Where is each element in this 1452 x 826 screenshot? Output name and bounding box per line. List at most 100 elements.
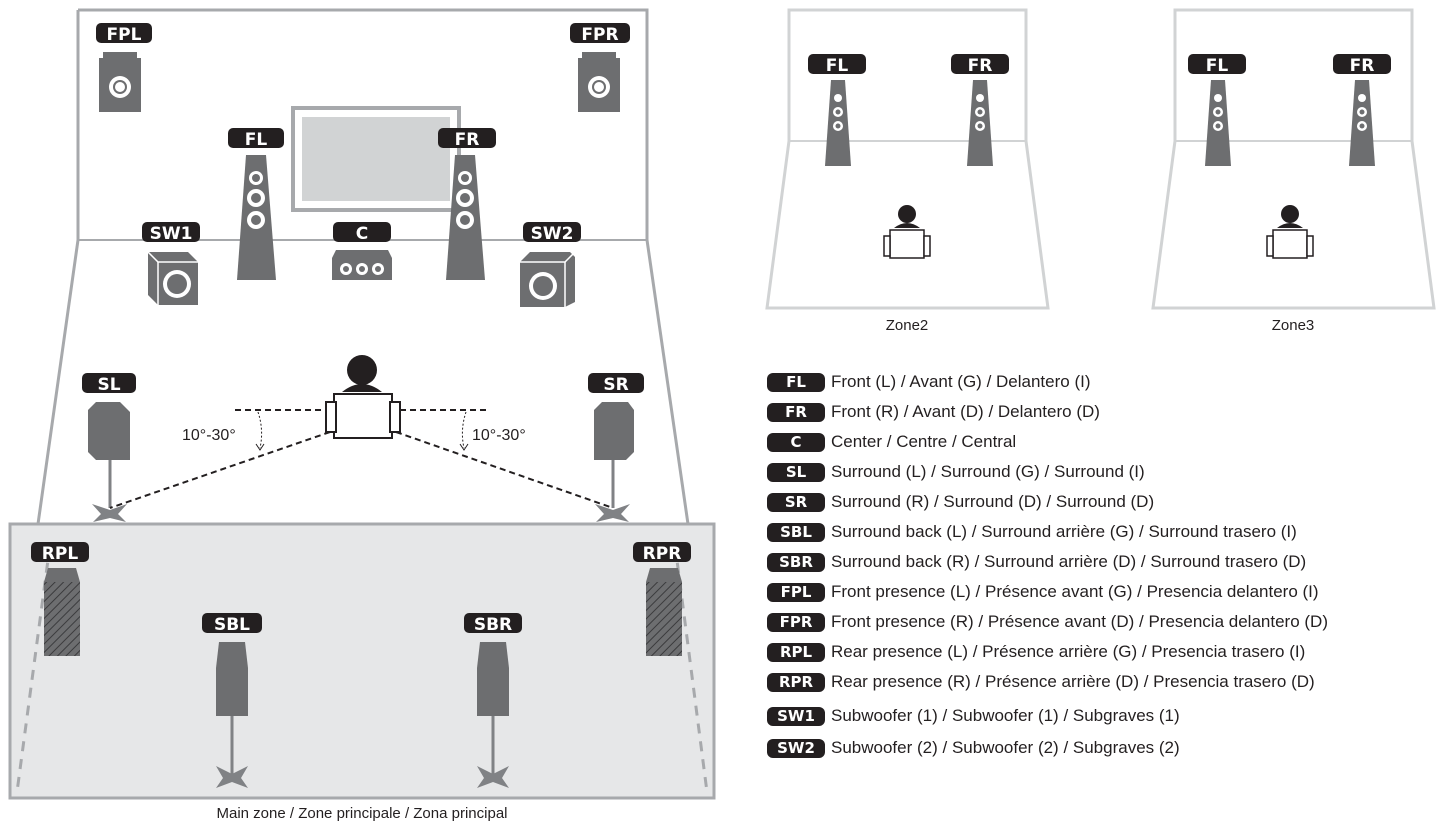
legend-badge: RPL [767, 642, 825, 662]
legend-badge: SL [767, 462, 825, 482]
legend-badge: FPR [767, 612, 825, 632]
legend-item-sbl: SBL Surround back (L) / Surround arrière… [767, 520, 1297, 544]
legend-badge: FPL [767, 582, 825, 602]
legend-badge: SR [767, 492, 825, 512]
zone3-caption: Zone3 [1272, 317, 1315, 334]
legend-item-rpl: RPL Rear presence (L) / Présence arrière… [767, 640, 1305, 664]
right-angle-arc [461, 411, 467, 449]
left-surround-direction-line [109, 431, 331, 509]
svg-text:FPL: FPL [107, 25, 142, 45]
tv-screen [302, 117, 450, 201]
legend-badge: FR [767, 402, 825, 422]
legend-item-sw1: SW1 Subwoofer (1) / Subwoofer (1) / Subg… [767, 704, 1180, 728]
zone2-fr-tower-speaker-icon [967, 80, 993, 166]
legend-item-rpr: RPR Rear presence (R) / Présence arrière… [767, 670, 1315, 694]
legend-item-fpr: FPR Front presence (R) / Présence avant … [767, 610, 1328, 634]
svg-text:SBL: SBL [214, 615, 250, 635]
rpl-presence-speaker-icon [44, 568, 80, 656]
sr-badge: SR [588, 373, 644, 395]
legend-item-sbr: SBR Surround back (R) / Surround arrière… [767, 550, 1306, 574]
fr-tower-speaker-icon [446, 155, 485, 280]
main-room-rear-area [8, 522, 716, 800]
fpl-badge: FPL [96, 23, 152, 45]
zone3-fl-tower-speaker-icon [1205, 80, 1231, 166]
zone2-fr-badge: FR [951, 54, 1009, 76]
left-angle-arc [257, 411, 263, 449]
zone3-fr-tower-speaker-icon [1349, 80, 1375, 166]
svg-text:C: C [356, 224, 368, 244]
main-zone-caption: Main zone / Zone principale / Zona princ… [217, 805, 508, 822]
legend-text: Front presence (L) / Présence avant (G) … [831, 582, 1319, 601]
zone3: FL FR Zone3 [1151, 8, 1436, 334]
main-room-left-side [36, 239, 80, 525]
fpr-speaker-icon [578, 52, 620, 112]
right-angle-arrow [459, 443, 469, 451]
svg-text:SBR: SBR [474, 615, 512, 635]
legend-badge: SW1 [767, 706, 825, 726]
zone2-fl-tower-speaker-icon [825, 80, 851, 166]
zone2-caption: Zone2 [886, 317, 929, 334]
sl-badge: SL [82, 373, 136, 395]
legend-text: Subwoofer (2) / Subwoofer (2) / Subgrave… [831, 738, 1180, 757]
rpl-badge: RPL [31, 542, 89, 564]
sw2-badge: SW2 [523, 222, 581, 244]
sw2-subwoofer-icon [520, 251, 576, 307]
legend-item-sr: SR Surround (R) / Surround (D) / Surroun… [767, 490, 1154, 514]
legend-badge: C [767, 432, 825, 452]
legend-item-fr: FR Front (R) / Avant (D) / Delantero (D) [767, 400, 1100, 424]
legend-text: Rear presence (R) / Présence arrière (D)… [831, 672, 1315, 691]
sr-surround-speaker-icon [594, 402, 634, 522]
svg-text:RPR: RPR [643, 544, 682, 564]
zone3-listener-icon [1266, 205, 1314, 259]
sbl-badge: SBL [202, 613, 262, 635]
svg-text:FPR: FPR [581, 25, 618, 45]
legend-item-fl: FL Front (L) / Avant (G) / Delantero (I) [767, 370, 1091, 394]
legend-text: Center / Centre / Central [831, 432, 1017, 451]
legend-item-sl: SL Surround (L) / Surround (G) / Surroun… [767, 460, 1145, 484]
legend-badge: SBR [767, 552, 825, 572]
legend-badge: SBL [767, 522, 825, 542]
right-surround-direction-line [395, 431, 614, 509]
svg-text:RPL: RPL [42, 544, 79, 564]
legend-item-c: C Center / Centre / Central [767, 430, 1016, 454]
c-badge: C [333, 222, 391, 244]
fl-badge: FL [228, 128, 284, 150]
svg-text:FL: FL [826, 56, 849, 76]
legend-item-sw2: SW2 Subwoofer (2) / Subwoofer (2) / Subg… [767, 736, 1180, 760]
legend-badge: SW2 [767, 738, 825, 758]
center-speaker-icon [332, 250, 392, 280]
legend-text: Surround (R) / Surround (D) / Surround (… [831, 492, 1155, 511]
legend-text: Front (R) / Avant (D) / Delantero (D) [831, 402, 1100, 421]
rpr-badge: RPR [633, 542, 691, 564]
main-room-right-side [645, 239, 690, 525]
left-angle-arrow [255, 443, 265, 451]
main-zone: FPL FPR FL FR [8, 8, 716, 822]
zone2-fl-badge: FL [808, 54, 866, 76]
fr-badge: FR [438, 128, 496, 150]
legend-text: Subwoofer (1) / Subwoofer (1) / Subgrave… [831, 706, 1180, 725]
svg-text:FR: FR [455, 130, 480, 150]
legend-text: Rear presence (L) / Présence arrière (G)… [831, 642, 1306, 661]
svg-text:SW2: SW2 [531, 224, 574, 244]
svg-text:FR: FR [1350, 56, 1375, 76]
sbr-surround-back-speaker-icon [477, 642, 509, 788]
rpr-presence-speaker-icon [646, 568, 682, 656]
svg-text:SR: SR [603, 375, 628, 395]
listener-icon [325, 355, 401, 439]
fpr-badge: FPR [570, 23, 630, 45]
svg-text:FR: FR [968, 56, 993, 76]
zone2: FL FR Zone2 [765, 8, 1050, 334]
fpl-speaker-icon [99, 52, 141, 112]
legend-badge: RPR [767, 672, 825, 692]
legend-badge: FL [767, 372, 825, 392]
zone3-fl-badge: FL [1188, 54, 1246, 76]
zone2-listener-icon [883, 205, 931, 259]
legend-text: Front presence (R) / Présence avant (D) … [831, 612, 1328, 631]
svg-text:SW1: SW1 [150, 224, 193, 244]
left-angle-label: 10°-30° [182, 427, 236, 444]
sbl-surround-back-speaker-icon [216, 642, 248, 788]
right-angle-label: 10°-30° [472, 427, 526, 444]
legend-text: Surround (L) / Surround (G) / Surround (… [831, 462, 1145, 481]
zone3-fr-badge: FR [1333, 54, 1391, 76]
